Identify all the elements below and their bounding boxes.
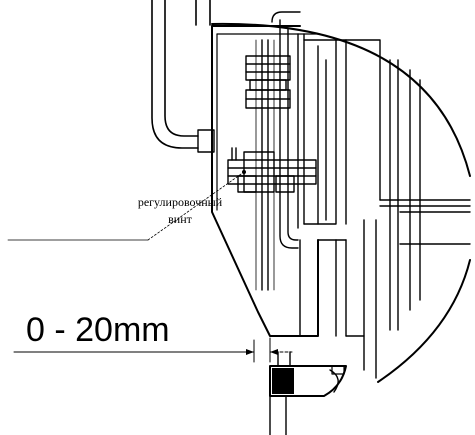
adjustment-rods bbox=[255, 39, 275, 291]
bottom-block bbox=[269, 365, 347, 397]
callout-leader bbox=[7, 171, 245, 241]
upper-nut-stack bbox=[245, 55, 291, 109]
screw-label-line1: регулировочный bbox=[137, 195, 223, 209]
screw-callout-label: регулировочный винт bbox=[120, 194, 240, 228]
detail-circle-arc bbox=[211, 22, 471, 177]
adjusting-screw-assembly bbox=[227, 147, 317, 193]
pipe-loop bbox=[151, 0, 215, 153]
housing-body bbox=[211, 25, 321, 337]
gap-dimension bbox=[13, 337, 293, 363]
inner-plates bbox=[297, 33, 421, 331]
bracket-tube bbox=[271, 11, 301, 249]
detail-circle-arc-lower bbox=[377, 259, 471, 383]
pipe-upper-vertical bbox=[195, 0, 211, 26]
screw-label-line2: винт bbox=[168, 212, 192, 226]
lower-housing bbox=[299, 199, 471, 379]
gap-dimension-label: 0 - 20mm bbox=[26, 311, 170, 349]
